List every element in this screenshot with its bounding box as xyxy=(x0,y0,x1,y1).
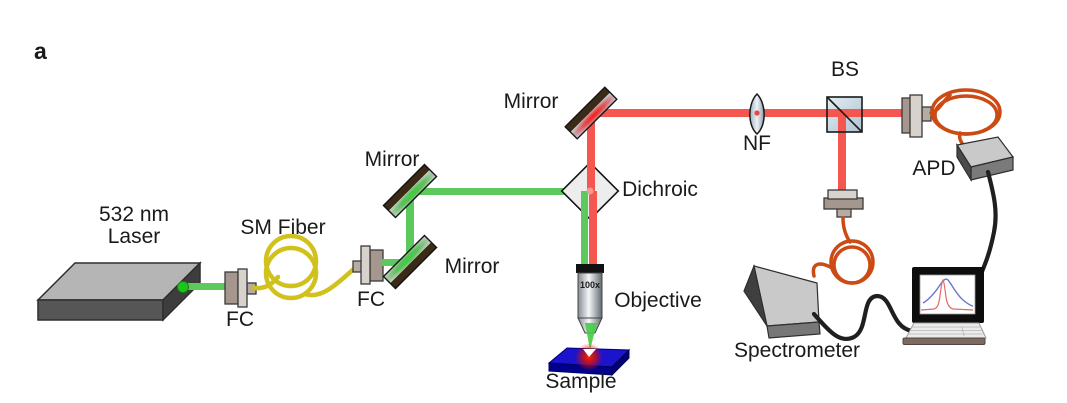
apd-box xyxy=(956,136,1015,183)
dichroic-label: Dichroic xyxy=(622,178,698,201)
spectrometer-label: Spectrometer xyxy=(733,339,861,362)
spectrometer-fiber-coil xyxy=(811,216,875,285)
laser-emission-dot xyxy=(177,281,189,293)
laptop-curve-blue xyxy=(922,278,974,307)
focus-cone xyxy=(585,323,597,350)
laser-label: 532 nm Laser xyxy=(98,203,170,249)
laser-label-line2: Laser xyxy=(107,225,161,249)
red-beam-path xyxy=(587,109,903,266)
fiber-coupler-1 xyxy=(224,268,257,308)
apd-label: APD xyxy=(912,157,956,180)
apd-fiber-coil xyxy=(929,88,1002,145)
spectrometer-cable xyxy=(811,293,915,341)
sample-spot-highlight xyxy=(583,349,596,357)
objective-lens xyxy=(576,264,604,334)
panel-label: a xyxy=(34,38,47,64)
green-beam-laser-to-fc1 xyxy=(184,283,228,290)
notch-filter-lens xyxy=(749,92,765,136)
mirror-lower-label: Mirror xyxy=(444,255,500,278)
beamsplitter-cube-outline xyxy=(826,96,863,133)
laptop-base xyxy=(902,337,986,345)
sm-fiber-coil xyxy=(251,233,359,301)
collection-mirror xyxy=(564,86,618,140)
sm-fiber-label: SM Fiber xyxy=(240,216,326,239)
apd-fiber-coupler xyxy=(901,94,932,138)
laptop-curve-red xyxy=(920,279,974,311)
steering-mirror-lower xyxy=(382,234,438,290)
fiber-coupler-2 xyxy=(352,245,384,285)
steering-mirror-upper xyxy=(382,163,438,219)
fc1-label: FC xyxy=(226,308,254,331)
objective-magnification-label: 100x xyxy=(579,280,601,290)
spectrometer-box xyxy=(743,263,821,339)
green-beam-to-objective xyxy=(581,191,588,266)
sample-label: Sample xyxy=(545,370,617,393)
objective-label: Objective xyxy=(614,289,702,312)
spectrometer-fiber-coupler xyxy=(823,189,864,218)
dichroic-beam-spot xyxy=(586,187,594,195)
bs-label: BS xyxy=(830,58,860,81)
laser-box xyxy=(36,261,202,322)
laptop xyxy=(902,267,987,345)
fc2-label: FC xyxy=(357,288,385,311)
laser-label-line1: 532 nm xyxy=(98,203,170,226)
apd-cable xyxy=(978,169,998,277)
mirror-top-label: Mirror xyxy=(503,90,559,113)
mirror-upper-label: Mirror xyxy=(364,148,420,171)
nf-label: NF xyxy=(743,132,771,155)
